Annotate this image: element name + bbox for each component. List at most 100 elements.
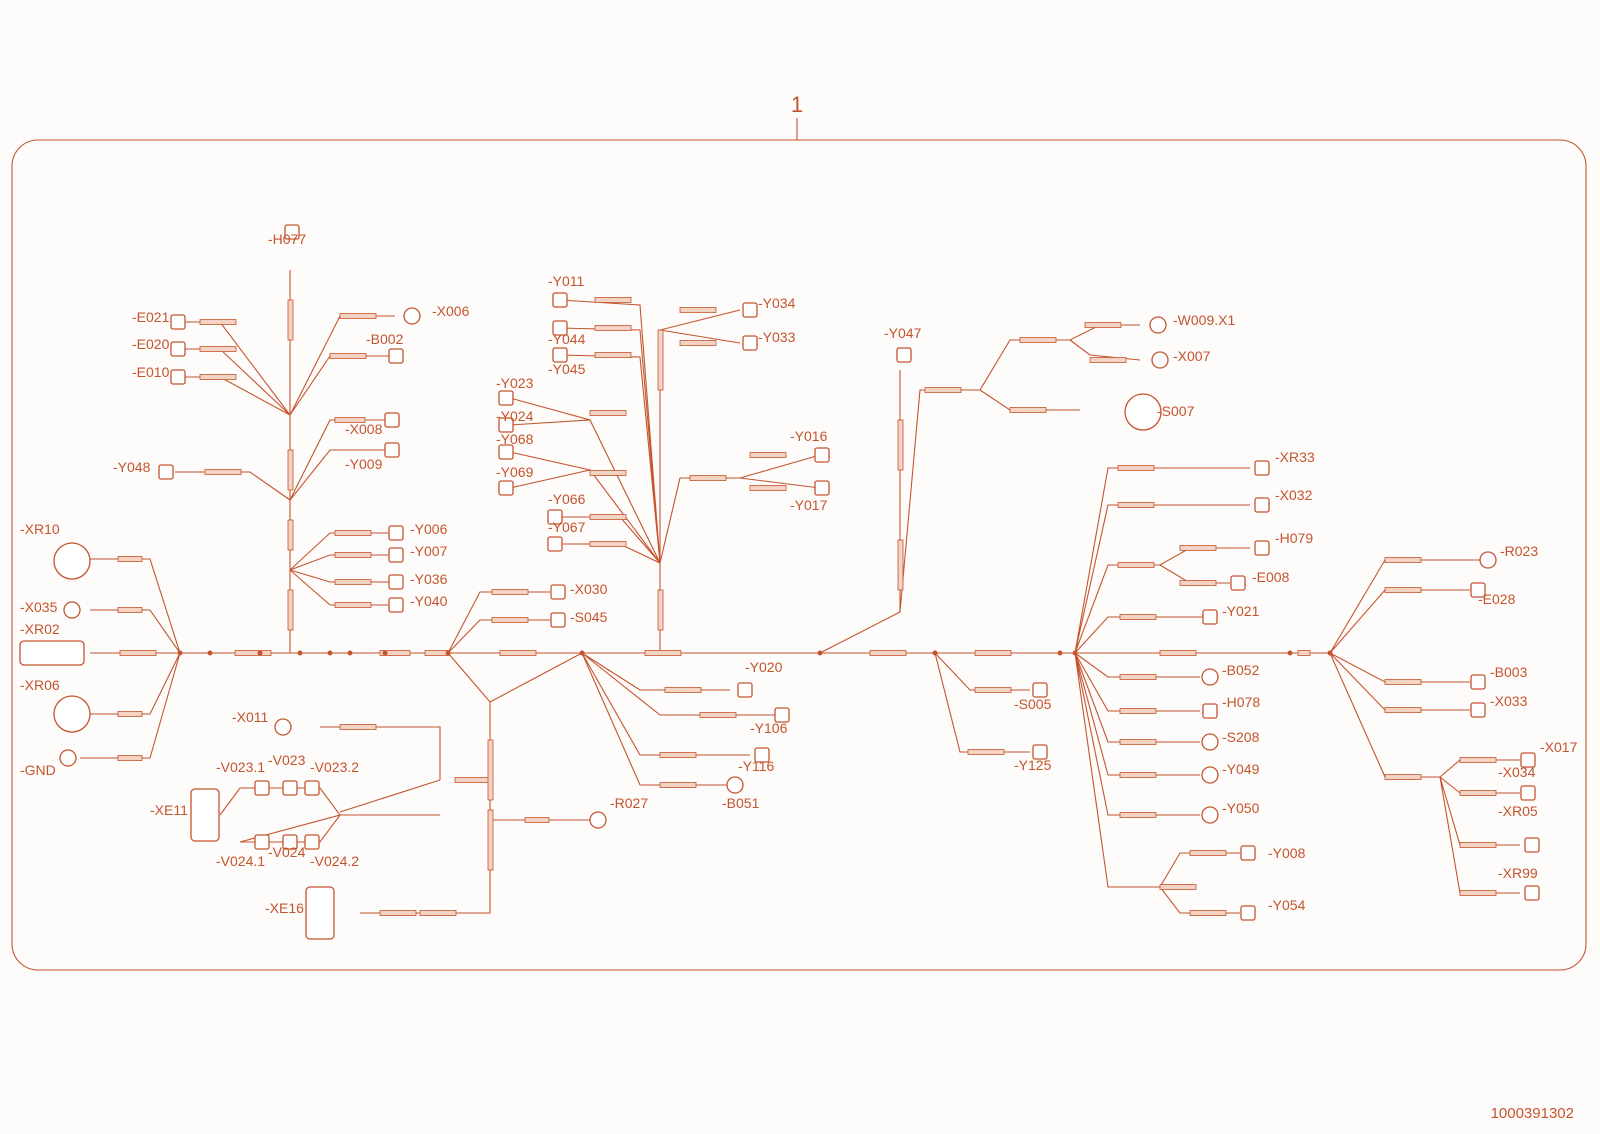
connector-e021 <box>170 314 186 330</box>
wire-sleeve <box>1119 708 1157 714</box>
connector-y008 <box>1240 845 1256 861</box>
connector-e020 <box>170 341 186 357</box>
component-label-e028: -E028 <box>1478 591 1516 607</box>
wire-sleeve <box>1019 337 1057 343</box>
component-label-s045: -S045 <box>570 609 608 625</box>
component-label-xr99: -XR99 <box>1498 865 1538 881</box>
connector-b003 <box>1470 674 1486 690</box>
component-label-y048: -Y048 <box>113 459 151 475</box>
component-label-y054: -Y054 <box>1268 897 1306 913</box>
wire-sleeve <box>334 417 366 423</box>
wire-sleeve <box>424 650 450 656</box>
connector-x008 <box>384 412 400 428</box>
component-label-y044: -Y044 <box>548 331 586 347</box>
connector-y034 <box>742 302 758 318</box>
connector-xr10 <box>53 542 91 580</box>
connector-v023-2 <box>304 780 320 796</box>
connector-y066 <box>547 509 563 525</box>
connector-y011 <box>552 292 568 308</box>
connector-y048 <box>158 464 174 480</box>
wire-sleeve <box>1384 774 1422 780</box>
wire-sleeve <box>287 519 294 551</box>
wire-sleeve <box>1089 357 1127 363</box>
component-label-s007: -S007 <box>1157 403 1195 419</box>
component-label-r027: -R027 <box>610 795 648 811</box>
wire-sleeve <box>199 374 237 380</box>
wire-sleeve <box>117 556 143 562</box>
wire-sleeve <box>334 552 372 558</box>
component-label-y006: -Y006 <box>410 521 448 537</box>
component-label-x007: -X007 <box>1173 348 1211 364</box>
wire-sleeve <box>589 514 627 520</box>
wire-sleeve <box>199 346 237 352</box>
connector-xe16 <box>305 886 335 940</box>
wire-sleeve <box>329 353 367 359</box>
connector-e008 <box>1230 575 1246 591</box>
connector-e028 <box>1470 582 1486 598</box>
component-label-x006: -X006 <box>432 303 470 319</box>
wire-sleeve <box>1179 580 1217 586</box>
connector-x007 <box>1151 351 1169 369</box>
wire-sleeve <box>1459 890 1497 896</box>
wire-sleeve <box>1384 679 1422 685</box>
wire-sleeve <box>594 325 632 331</box>
component-label-y067: -Y067 <box>548 519 586 535</box>
connector-y047 <box>896 347 912 363</box>
wire-sleeve <box>589 470 627 476</box>
wire-sleeve <box>659 752 697 758</box>
wire-junction <box>579 650 585 656</box>
connector-y021 <box>1202 609 1218 625</box>
wire-junction <box>327 650 333 656</box>
wire-sleeve <box>379 650 411 656</box>
component-label-y116: -Y116 <box>738 758 775 774</box>
wire-sleeve <box>657 329 664 391</box>
wire-junction <box>297 650 303 656</box>
wire-sleeve <box>664 687 702 693</box>
component-label-x030: -X030 <box>570 581 608 597</box>
connector-r027 <box>589 811 607 829</box>
wire-junction <box>932 650 938 656</box>
connector-x032 <box>1254 497 1270 513</box>
connector-v023 <box>282 780 298 796</box>
wire-sleeve <box>1119 614 1157 620</box>
wire-sleeve <box>657 589 664 631</box>
connector-x035 <box>63 601 81 619</box>
wire-sleeve <box>487 809 494 871</box>
component-label-w009-x1: -W009.X1 <box>1173 312 1235 328</box>
wire-sleeve <box>287 449 294 491</box>
wire-sleeve <box>117 607 143 613</box>
connector-y050 <box>1201 806 1219 824</box>
component-label-x032: -X032 <box>1275 487 1313 503</box>
component-label-xe11: -XE11 <box>150 802 188 818</box>
wire-sleeve <box>679 307 717 313</box>
wire-junction <box>382 650 388 656</box>
wire-sleeve <box>967 749 1005 755</box>
component-label-y050: -Y050 <box>1222 800 1260 816</box>
component-label-h079: -H079 <box>1275 530 1313 546</box>
wire-sleeve <box>699 712 737 718</box>
component-label-e008: -E008 <box>1252 569 1290 585</box>
component-label-x017: -X017 <box>1540 739 1578 755</box>
component-label-y049: -Y049 <box>1222 761 1260 777</box>
connector-r023 <box>1479 551 1497 569</box>
wire-sleeve <box>117 711 143 717</box>
wire-sleeve <box>379 910 417 916</box>
component-label-xe16: -XE16 <box>265 900 304 916</box>
connector-y006 <box>388 525 404 541</box>
connector-y116 <box>754 747 770 763</box>
wire-sleeve <box>334 602 372 608</box>
component-label-x008: -X008 <box>345 421 383 437</box>
component-label-x035: -X035 <box>20 599 58 615</box>
wire-sleeve <box>1119 772 1157 778</box>
connector-y033 <box>742 335 758 351</box>
wire-sleeve <box>1384 707 1422 713</box>
wire-sleeve <box>499 650 537 656</box>
wire-sleeve <box>234 650 272 656</box>
component-label-v024-2: -V024.2 <box>310 853 359 869</box>
wire-junction <box>817 650 823 656</box>
wire-sleeve <box>1117 562 1155 568</box>
connector-y007 <box>388 547 404 563</box>
connector-h077 <box>284 224 300 240</box>
connector-xr06 <box>53 695 91 733</box>
connector-b051 <box>726 776 744 794</box>
